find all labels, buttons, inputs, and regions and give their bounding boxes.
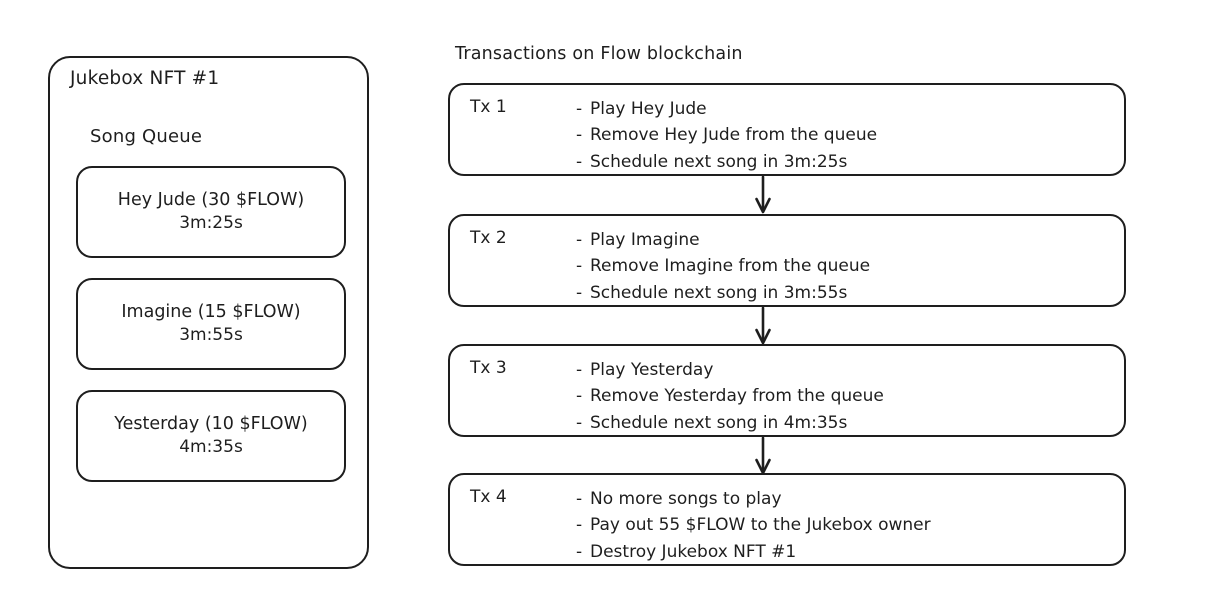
- song-queue-label: Song Queue: [90, 126, 203, 147]
- transaction-action: -Schedule next song in 3m:55s: [576, 280, 870, 306]
- transaction-action-list: -Play Imagine -Remove Imagine from the q…: [576, 227, 870, 306]
- song-title: Imagine (15 $FLOW): [121, 302, 301, 323]
- song-title: Hey Jude (30 $FLOW): [117, 190, 305, 211]
- bullet-dash-icon: -: [576, 256, 583, 277]
- transaction-action-text: Schedule next song in 3m:55s: [590, 282, 848, 303]
- transaction-action: -Play Imagine: [576, 227, 870, 253]
- bullet-dash-icon: -: [576, 125, 583, 146]
- transaction-action-text: Schedule next song in 3m:25s: [590, 151, 848, 172]
- transaction-label: Tx 4: [470, 487, 507, 507]
- transaction-action: -Remove Yesterday from the queue: [576, 383, 884, 409]
- transaction-action-text: Destroy Jukebox NFT #1: [590, 541, 797, 562]
- transaction-action-text: No more songs to play: [590, 489, 782, 509]
- transaction-action-text: Pay out 55 $FLOW to the Jukebox owner: [590, 515, 931, 536]
- jukebox-panel-title: Jukebox NFT #1: [70, 68, 220, 89]
- bullet-dash-icon: -: [576, 282, 583, 303]
- song-title: Yesterday (10 $FLOW): [114, 414, 308, 435]
- transaction-action: -Play Yesterday: [576, 357, 884, 383]
- transaction-action-text: Schedule next song in 4m:35s: [590, 412, 848, 433]
- transaction-action-list: -Play Hey Jude -Remove Hey Jude from the…: [576, 96, 877, 175]
- bullet-dash-icon: -: [576, 360, 583, 380]
- flow-arrow-down-icon: [755, 437, 771, 475]
- transaction-action: -Destroy Jukebox NFT #1: [576, 539, 931, 565]
- transaction-action-text: Play Hey Jude: [590, 99, 707, 119]
- transaction-action: -No more songs to play: [576, 486, 931, 512]
- transaction-action-text: Play Imagine: [590, 230, 700, 250]
- transaction-label: Tx 1: [470, 97, 507, 117]
- bullet-dash-icon: -: [576, 515, 583, 536]
- song-duration: 3m:25s: [179, 213, 243, 234]
- transaction-action-text: Remove Imagine from the queue: [590, 256, 871, 277]
- transaction-action-list: -No more songs to play -Pay out 55 $FLOW…: [576, 486, 931, 565]
- transaction-label: Tx 2: [470, 228, 507, 248]
- transaction-action: -Schedule next song in 3m:25s: [576, 149, 877, 175]
- transaction-action: -Remove Hey Jude from the queue: [576, 122, 877, 148]
- song-queue-item[interactable]: Hey Jude (30 $FLOW) 3m:25s: [76, 166, 346, 258]
- transaction-action-list: -Play Yesterday -Remove Yesterday from t…: [576, 357, 884, 436]
- bullet-dash-icon: -: [576, 541, 583, 562]
- transaction-box[interactable]: Tx 4 -No more songs to play -Pay out 55 …: [448, 473, 1126, 566]
- flow-arrow-down-icon: [755, 307, 771, 345]
- transaction-box[interactable]: Tx 1 -Play Hey Jude -Remove Hey Jude fro…: [448, 83, 1126, 176]
- bullet-dash-icon: -: [576, 99, 583, 119]
- transaction-action-text: Remove Hey Jude from the queue: [590, 125, 878, 146]
- jukebox-nft-panel: Jukebox NFT #1 Song Queue Hey Jude (30 $…: [48, 56, 369, 569]
- bullet-dash-icon: -: [576, 230, 583, 250]
- song-queue-item[interactable]: Imagine (15 $FLOW) 3m:55s: [76, 278, 346, 370]
- transaction-action: -Pay out 55 $FLOW to the Jukebox owner: [576, 512, 931, 538]
- transaction-action-text: Play Yesterday: [590, 360, 714, 380]
- song-queue-item[interactable]: Yesterday (10 $FLOW) 4m:35s: [76, 390, 346, 482]
- transaction-box[interactable]: Tx 3 -Play Yesterday -Remove Yesterday f…: [448, 344, 1126, 437]
- transaction-action-text: Remove Yesterday from the queue: [590, 386, 884, 407]
- transaction-action: -Play Hey Jude: [576, 96, 877, 122]
- bullet-dash-icon: -: [576, 489, 583, 509]
- song-duration: 3m:55s: [179, 325, 243, 346]
- song-duration: 4m:35s: [179, 437, 243, 458]
- bullet-dash-icon: -: [576, 412, 583, 433]
- transaction-action: -Remove Imagine from the queue: [576, 253, 870, 279]
- bullet-dash-icon: -: [576, 386, 583, 407]
- transaction-action: -Schedule next song in 4m:35s: [576, 410, 884, 436]
- flow-arrow-down-icon: [755, 176, 771, 214]
- transaction-label: Tx 3: [470, 358, 507, 378]
- transactions-header: Transactions on Flow blockchain: [455, 44, 743, 64]
- bullet-dash-icon: -: [576, 151, 583, 172]
- transaction-box[interactable]: Tx 2 -Play Imagine -Remove Imagine from …: [448, 214, 1126, 307]
